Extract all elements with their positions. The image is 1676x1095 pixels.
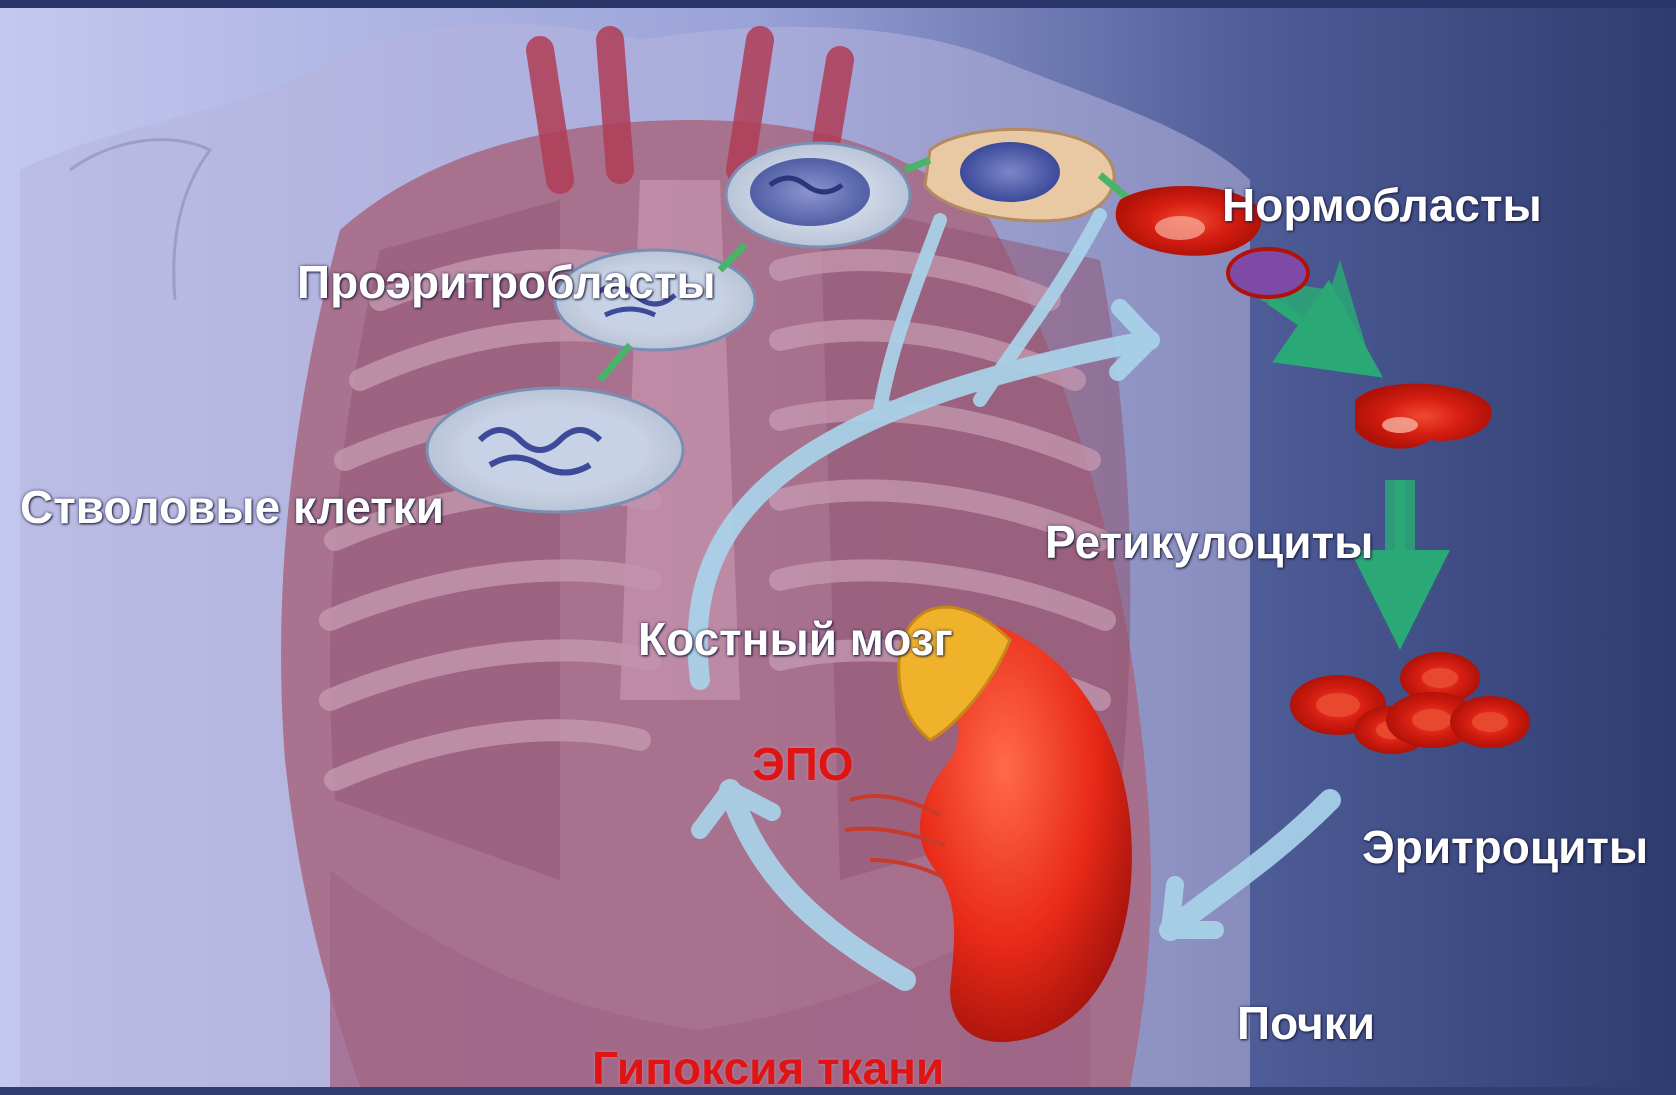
label-erythrocytes: Эритроциты	[1362, 820, 1648, 874]
label-reticulocytes: Ретикулоциты	[1045, 515, 1373, 569]
label-kidneys: Почки	[1237, 996, 1375, 1050]
label-proerythroblasts: Проэритробласты	[297, 255, 716, 309]
label-bone-marrow: Костный мозг	[638, 612, 953, 666]
label-epo: ЭПО	[752, 737, 854, 791]
label-stem-cells: Стволовые клетки	[20, 480, 444, 534]
label-normoblasts: Нормобласты	[1222, 178, 1542, 232]
stem-cell	[427, 388, 683, 512]
proerythroblast-cell-2	[726, 143, 910, 247]
